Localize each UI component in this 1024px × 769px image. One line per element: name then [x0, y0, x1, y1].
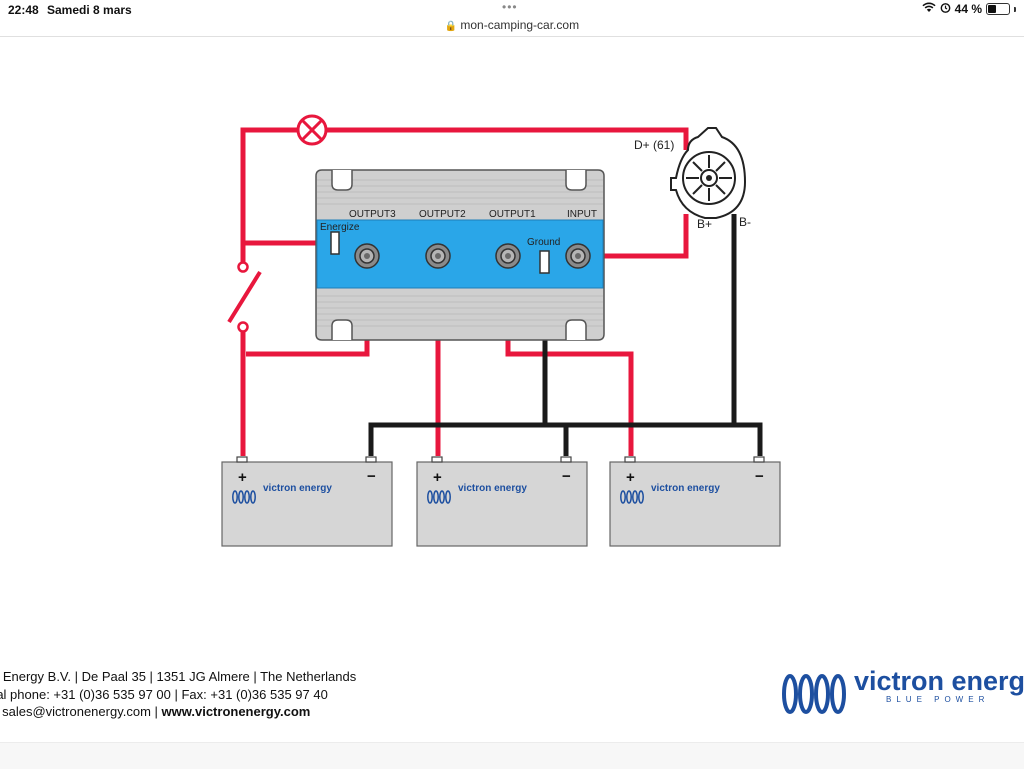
battery-negative-post: [365, 456, 377, 463]
energize-terminal: [330, 231, 340, 255]
wire-lamp-d-plus: [326, 127, 689, 150]
label-output1: OUTPUT1: [489, 209, 536, 220]
label-output2: OUTPUT2: [419, 209, 466, 220]
wire-energize-lamp: [240, 127, 298, 243]
battery-body: [609, 461, 781, 547]
ignition-switch-icon: [227, 261, 262, 333]
brand-name: victron energy: [854, 666, 1024, 696]
status-date: Samedi 8 mars: [47, 3, 132, 17]
battery-isolator: OUTPUT3 OUTPUT2 OUTPUT1 INPUT Energize G…: [315, 169, 605, 341]
footer-address: n Energy B.V. | De Paal 35 | 1351 JG Alm…: [0, 669, 357, 684]
input-stud: [565, 243, 591, 269]
battery-fill: [988, 5, 996, 13]
battery-icon: [986, 3, 1010, 15]
footer-email-line: l: sales@victronenergy.com | www.victron…: [0, 703, 356, 721]
footer-website-link[interactable]: www.victronenergy.com: [161, 704, 311, 719]
label-b-plus: B+: [697, 217, 712, 231]
battery-brand-label: victron energy: [263, 483, 332, 494]
footer-contact: n Energy B.V. | De Paal 35 | 1351 JG Alm…: [0, 668, 356, 721]
label-d-plus: D+ (61): [634, 138, 674, 152]
battery-1: + − victron energy: [221, 456, 393, 547]
battery-negative-post: [753, 456, 765, 463]
url-text: mon-camping-car.com: [460, 18, 580, 32]
label-b-minus: B-: [739, 215, 751, 229]
battery-brand-label: victron energy: [458, 483, 527, 494]
battery-plus-label: +: [626, 469, 635, 486]
wire-input-b-plus: [580, 214, 689, 259]
tab-overview-handle[interactable]: •••: [502, 0, 518, 14]
bottom-band: [0, 742, 1024, 769]
alternator-icon: D+ (61) B+ B-: [634, 127, 751, 231]
wifi-icon: [922, 2, 936, 16]
victron-waves-icon: [782, 674, 846, 714]
alarm-icon: [940, 2, 951, 16]
battery-minus-label: −: [367, 468, 376, 485]
battery-positive-post: [236, 456, 248, 463]
battery-minus-label: −: [562, 468, 571, 485]
battery-logo-icon: [427, 490, 451, 504]
footer-email: l: sales@victronenergy.com |: [0, 704, 162, 719]
status-time: 22:48: [8, 3, 39, 17]
ground-terminal: [539, 250, 550, 274]
battery-body: [416, 461, 588, 547]
status-indicators: 44 %: [922, 2, 1016, 16]
battery-logo-icon: [620, 490, 644, 504]
label-energize: Energize: [320, 222, 360, 233]
battery-brand-label: victron energy: [651, 483, 720, 494]
battery-negative-post: [560, 456, 572, 463]
batteries: + − victron energy + − victron energy + − victro…: [221, 456, 781, 547]
brand-tagline: BLUE POWER: [886, 695, 990, 704]
warning-lamp-icon: [296, 114, 328, 146]
output2-stud: [425, 243, 451, 269]
label-input: INPUT: [567, 209, 597, 220]
battery-body: [221, 461, 393, 547]
output1-stud: [495, 243, 521, 269]
battery-plus-label: +: [433, 469, 442, 486]
victron-logo: victron energy BLUE POWER: [776, 660, 1024, 720]
battery-positive-post: [624, 456, 636, 463]
battery-minus-label: −: [755, 468, 764, 485]
battery-positive-post: [431, 456, 443, 463]
footer-phone: ral phone: +31 (0)36 535 97 00 | Fax: +3…: [0, 686, 328, 702]
address-bar[interactable]: 🔒mon-camping-car.com: [0, 14, 1024, 37]
output3-stud: [354, 243, 380, 269]
lock-icon: 🔒: [444, 21, 458, 32]
label-ground: Ground: [527, 237, 560, 248]
battery-2: + − victron energy: [416, 456, 588, 547]
battery-percentage: 44 %: [954, 2, 982, 16]
battery-plus-label: +: [238, 469, 247, 486]
battery-logo-icon: [232, 490, 256, 504]
label-output3: OUTPUT3: [349, 209, 396, 220]
battery-3: + − victron energy: [609, 456, 781, 547]
battery-tip: [1014, 6, 1016, 12]
status-bar: 22:48 Samedi 8 mars ••• 44 %: [0, 0, 1024, 20]
